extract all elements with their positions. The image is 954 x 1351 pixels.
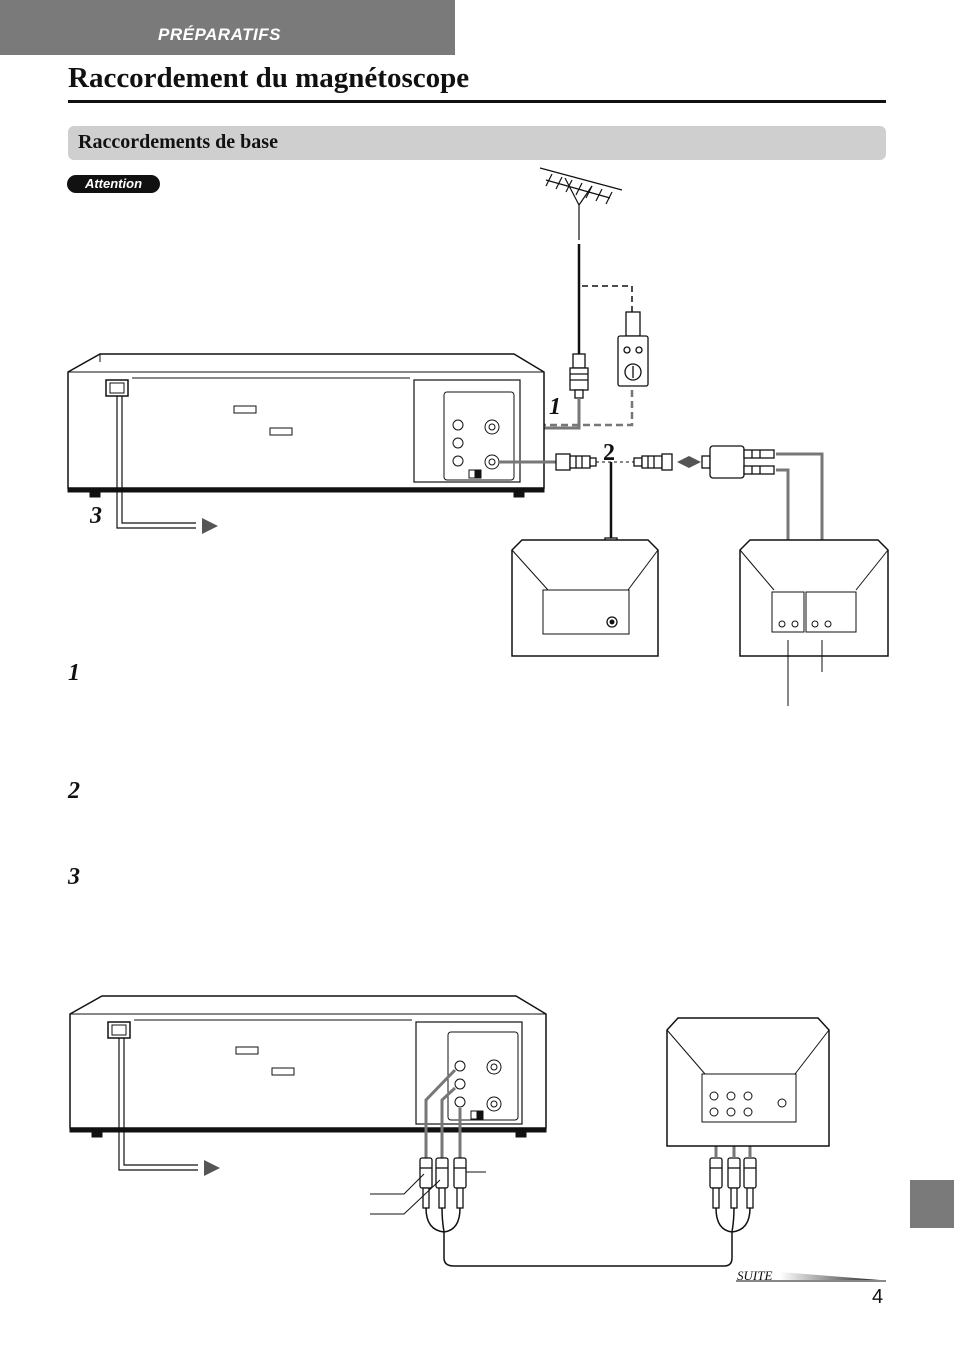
rf-out-plug-icon <box>555 453 597 471</box>
page-title: Raccordement du magnétoscope <box>68 62 470 94</box>
rca-plugs-tv-icon <box>709 1157 757 1209</box>
tv-rear-icon-3 <box>666 1017 830 1147</box>
antenna-icon <box>539 167 623 240</box>
step-number-2: 2 <box>68 778 80 804</box>
leader-line-b <box>370 1173 425 1195</box>
step-number-3: 3 <box>68 864 80 890</box>
page-number: 4 <box>872 1286 884 1308</box>
power-cord-outer <box>116 396 196 529</box>
subtitle: Raccordements de base <box>78 131 278 153</box>
leader-line-c <box>370 1179 441 1215</box>
diagram-label-2: 2 <box>603 440 615 466</box>
vcr-rear-panel-bottom <box>69 995 547 1138</box>
subtitle-bar: Raccordements de base <box>68 126 886 160</box>
power-cord-inner <box>121 396 196 524</box>
suite-wedge <box>780 1272 880 1280</box>
power-cord-outer-2 <box>118 1038 198 1171</box>
antenna-plug-icon <box>569 353 589 399</box>
vcr-rear-panel-top <box>67 353 545 498</box>
av-cable-audio-l <box>440 1086 457 1158</box>
av-cable-video <box>424 1068 457 1158</box>
diagram-label-3: 3 <box>89 503 102 529</box>
thumb-index-tab <box>910 1180 954 1228</box>
step-number-1: 1 <box>68 660 80 686</box>
tv-rear-icon-1 <box>511 539 659 657</box>
tv-rear-icon-2 <box>739 539 889 657</box>
rca-plugs-vcr-icon <box>419 1157 467 1209</box>
av-connection-diagram <box>69 995 830 1267</box>
basic-connection-diagram: 1 2 3 <box>67 167 889 706</box>
power-cord-inner-2 <box>123 1038 198 1166</box>
section-label: PRÉPARATIFS <box>158 25 281 44</box>
diagram-label-1: 1 <box>549 394 561 420</box>
rf-female-plug-icon <box>633 453 673 471</box>
antenna-branch-dashed <box>582 285 633 312</box>
av-cable-bundle <box>425 1207 751 1267</box>
splitter-icon <box>701 445 775 479</box>
attention-badge: Attention <box>67 175 160 193</box>
suite-label: SUITE <box>737 1268 773 1283</box>
title-rule <box>68 100 886 103</box>
section-tab: PRÉPARATIFS <box>0 0 455 55</box>
antenna-adapter-icon <box>617 311 649 387</box>
